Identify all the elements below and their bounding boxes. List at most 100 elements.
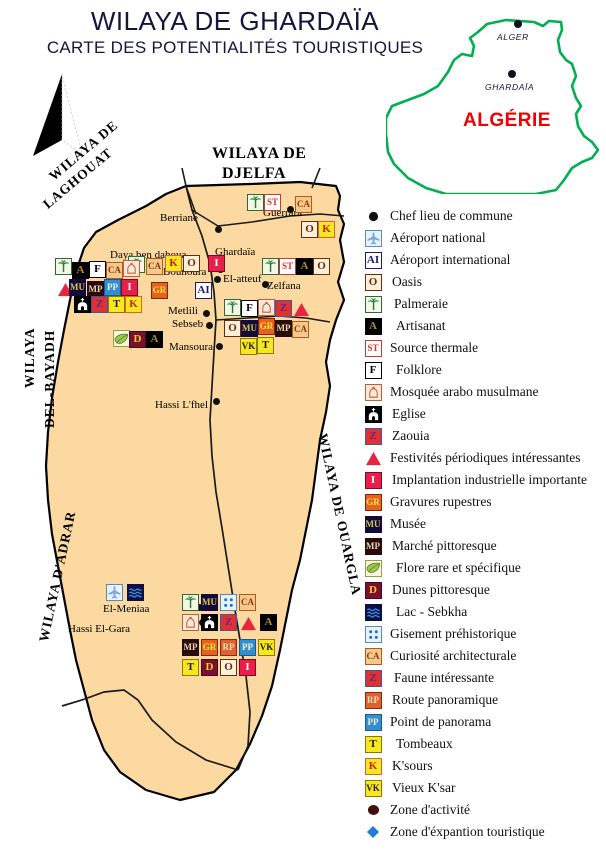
palmeraie-icon	[364, 295, 382, 313]
lac-sebkha-icon	[364, 603, 382, 621]
legend-label: Musée	[390, 516, 426, 531]
mu-icon: MU	[201, 594, 218, 611]
f-icon: F	[241, 300, 258, 317]
legend-icon-slot: K	[360, 757, 386, 775]
st-icon: ST	[279, 258, 296, 275]
d-icon: D	[129, 331, 146, 348]
pp-icon: PP	[239, 639, 256, 656]
mp-icon: MP	[182, 639, 199, 656]
i-icon: I	[121, 279, 138, 296]
o-icon: O	[183, 255, 200, 272]
town-label: Hassi L'fhel	[155, 399, 208, 411]
flore-icon	[364, 559, 382, 577]
legend-item-rp: RP Route panoramique	[360, 689, 606, 711]
legend-icon-slot	[360, 229, 386, 247]
legend-label: Oasis	[392, 274, 422, 289]
st-icon: ST	[364, 339, 382, 357]
palmeraie-icon	[55, 258, 72, 275]
ca-icon: CA	[292, 321, 309, 338]
town-label: Hassi El-Gara	[68, 623, 131, 635]
legend-item-zone-exp: Zone d'éxpantion touristique	[360, 821, 606, 843]
legend-label: Gisement préhistorique	[390, 626, 517, 641]
a-icon: A	[364, 317, 382, 335]
town-dot	[203, 310, 210, 317]
legend-label: Route panoramique	[392, 692, 499, 707]
i-icon: I	[239, 659, 256, 676]
legend-icon-slot: GR	[360, 493, 386, 511]
legend-item-palmeraie: Palmeraie	[360, 293, 606, 315]
a-icon: A	[72, 262, 89, 279]
legend-icon-slot	[360, 405, 386, 423]
neighbor-label-wilaya: WILAYA	[22, 327, 37, 388]
legend-item-ca: CA Curiosité architecturale	[360, 645, 606, 667]
legend-item-sebkha: Lac - Sebkha	[360, 601, 606, 623]
st-icon: ST	[264, 194, 281, 211]
z-icon: Z	[364, 427, 382, 445]
palmeraie-icon	[224, 299, 241, 316]
legend-icon-slot: F	[360, 361, 386, 379]
legend-label: Artisanat	[396, 318, 446, 333]
t-icon: T	[108, 296, 125, 313]
gisement-prehistorique-icon	[364, 625, 382, 643]
legend-item-festivite: Festivités périodiques intéressantes	[360, 447, 606, 469]
legend-icon-slot	[360, 802, 386, 819]
legend-label: Aéroport national	[390, 230, 486, 245]
legend-icon-slot	[360, 295, 386, 313]
town-label: Zelfana	[267, 280, 301, 292]
legend-item-eglise: Eglise	[360, 403, 606, 425]
aeroport-national-icon	[106, 584, 123, 601]
legend-label: Zone d'éxpantion touristique	[390, 824, 545, 839]
legend-label: Aéroport international	[390, 252, 511, 267]
legend-item-st: ST Source thermale	[360, 337, 606, 359]
town-label: El-Meniaa	[103, 603, 150, 615]
legend-icon-slot	[360, 383, 386, 401]
legend-icon-slot	[360, 450, 386, 467]
legend-item-zone-act: Zone d'activité	[360, 799, 606, 821]
rp-icon: RP	[220, 639, 237, 656]
o-icon: O	[364, 273, 382, 291]
legend-icon-slot: CA	[360, 647, 386, 665]
legend-item-chef-lieu: Chef lieu de commune	[360, 205, 606, 227]
gr-icon: GR	[201, 639, 218, 656]
eglise-icon	[74, 296, 91, 313]
o-icon: O	[220, 659, 237, 676]
inset-dot-ghardaia	[508, 70, 516, 78]
town-label: Ghardaïa	[215, 246, 256, 258]
aeroport-national-icon	[364, 229, 382, 247]
north-arrow-icon	[20, 68, 90, 168]
legend-label: Festivités périodiques intéressantes	[390, 450, 581, 465]
legend-label: Source thermale	[390, 340, 479, 355]
zfaune-icon: Z	[364, 669, 382, 687]
legend-icon-slot: PP	[360, 713, 386, 731]
legend-icon-slot	[360, 559, 386, 577]
t-icon: T	[182, 659, 199, 676]
legend-label: Zaouia	[392, 428, 430, 443]
gr-icon: GR	[151, 282, 168, 299]
legend-icon-slot: RP	[360, 691, 386, 709]
legend-label: Faune intéressante	[394, 670, 495, 685]
legend-icon-slot: ST	[360, 339, 386, 357]
legend-label: Curiosité architecturale	[390, 648, 517, 663]
zone-activite-icon	[365, 802, 382, 819]
gr-icon: GR	[364, 493, 382, 511]
legend-label: Folklore	[396, 362, 442, 377]
legend-label: Marché pittoresque	[392, 538, 497, 553]
festivite-icon	[293, 301, 310, 318]
pp-icon: PP	[364, 713, 382, 731]
legend-icon-slot	[360, 603, 386, 621]
legend-label: Gravures rupestres	[390, 494, 492, 509]
o-icon: O	[224, 320, 241, 337]
legend-icon-slot: A	[360, 317, 386, 335]
legend-label: Vieux K'sar	[392, 780, 456, 795]
legend-label: K'sours	[392, 758, 433, 773]
f-icon: F	[364, 361, 382, 379]
legend-icon-slot: I	[360, 471, 386, 489]
vk-icon: VK	[364, 779, 382, 797]
a-icon: A	[260, 614, 277, 631]
inset-city-alger: ALGER	[497, 32, 529, 42]
town-label: Berriane	[160, 212, 198, 224]
